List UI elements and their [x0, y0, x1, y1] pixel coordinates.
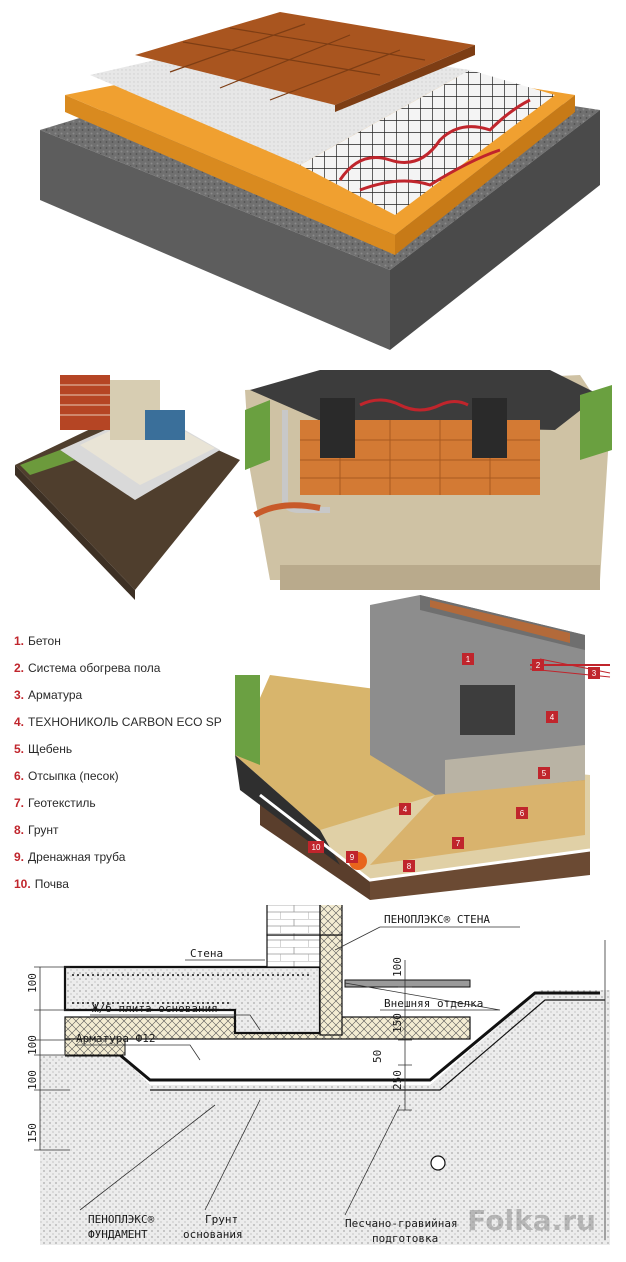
svg-text:5: 5 — [542, 769, 547, 778]
label-wall: Стена — [190, 947, 223, 960]
legend-number: 6. — [14, 769, 25, 783]
callout-5: 5 — [538, 767, 550, 779]
legend-label: Почва — [34, 877, 69, 891]
callout-2: 2 — [532, 659, 544, 671]
floor-tiles — [135, 12, 475, 105]
strip-foundation-cutaway — [245, 370, 612, 590]
callout-9: 9 — [346, 851, 358, 863]
dim-right-3: 50 — [371, 1050, 384, 1063]
legend-item: 3.Арматура — [14, 682, 234, 709]
legend-number: 4. — [14, 715, 25, 729]
svg-text:3: 3 — [592, 669, 597, 678]
label-finish: Внешняя отделка — [384, 997, 483, 1010]
svg-text:2: 2 — [536, 661, 541, 670]
house-corner-cutaway — [15, 375, 240, 600]
legend-item: 5.Щебень — [14, 736, 234, 763]
callout-4b: 4 — [399, 803, 411, 815]
legend-number: 9. — [14, 850, 25, 864]
callout-10: 10 — [308, 841, 324, 853]
legend-number: 2. — [14, 661, 25, 675]
svg-text:7: 7 — [456, 839, 461, 848]
legend-item: 6.Отсыпка (песок) — [14, 763, 234, 790]
legend-number: 10. — [14, 877, 31, 891]
dim-right-2: 150 — [391, 1013, 404, 1033]
dim-left-2: 100 — [26, 1035, 39, 1055]
watermark: Folka.ru — [467, 1204, 596, 1237]
legend-number: 8. — [14, 823, 25, 837]
svg-text:1: 1 — [466, 655, 471, 664]
legend-label: Бетон — [28, 634, 61, 648]
legend-item: 2.Система обогрева пола — [14, 655, 234, 682]
svg-text:10: 10 — [312, 843, 321, 852]
legend-item: 4.ТЕХНОНИКОЛЬ CARBON ECO SP — [14, 709, 234, 736]
numbered-foundation-cutaway: 1 2 3 4 5 6 4 7 8 9 10 — [230, 595, 626, 905]
svg-text:4: 4 — [550, 713, 555, 722]
label-wall-insulation: ПЕНОПЛЭКС® СТЕНА — [384, 913, 490, 926]
callout-4: 4 — [546, 711, 558, 723]
heated-floor-slab-illustration — [0, 0, 626, 360]
legend-label: Щебень — [28, 742, 73, 756]
callout-1: 1 — [462, 653, 474, 665]
dim-left-3: 100 — [26, 1070, 39, 1090]
callout-6: 6 — [516, 807, 528, 819]
legend-item: 9.Дренажная труба — [14, 844, 234, 871]
label-soil-2: основания — [183, 1228, 243, 1241]
legend-number: 1. — [14, 634, 25, 648]
label-foundation-1: ПЕНОПЛЭКС® — [88, 1213, 155, 1226]
label-rebar: Арматура Ф12 — [76, 1032, 155, 1045]
legend-label: Арматура — [28, 688, 83, 702]
label-prep-2: подготовка — [372, 1232, 438, 1245]
legend-label: Отсыпка (песок) — [28, 769, 119, 783]
callout-3: 3 — [588, 667, 600, 679]
dim-left-1: 100 — [26, 973, 39, 993]
label-prep-1: Песчано-гравийная — [345, 1217, 458, 1230]
dim-right-1: 100 — [391, 957, 404, 977]
callout-8: 8 — [403, 860, 415, 872]
legend-label: Геотекстиль — [28, 796, 96, 810]
foundation-section-drawing: ПЕНОПЛЭКС® СТЕНА Стена Ж/б плита основан… — [0, 905, 626, 1262]
legend-number: 5. — [14, 742, 25, 756]
heating-mesh — [300, 70, 555, 215]
dim-right-4: 250 — [391, 1070, 404, 1090]
svg-text:6: 6 — [520, 809, 525, 818]
label-slab: Ж/б плита основания — [92, 1002, 218, 1015]
legend-number: 3. — [14, 688, 25, 702]
label-foundation-2: ФУНДАМЕНТ — [88, 1228, 148, 1241]
legend-item: 10.Почва — [14, 871, 234, 898]
callout-7: 7 — [452, 837, 464, 849]
svg-text:9: 9 — [350, 853, 355, 862]
label-soil-1: Грунт — [205, 1213, 238, 1226]
legend-item: 7.Геотекстиль — [14, 790, 234, 817]
foundation-illustrations — [0, 350, 626, 610]
legend-label: ТЕХНОНИКОЛЬ CARBON ECO SP — [28, 715, 222, 729]
dim-left-4: 150 — [26, 1123, 39, 1143]
svg-text:4: 4 — [403, 805, 408, 814]
legend-label: Грунт — [28, 823, 59, 837]
legend-label: Дренажная труба — [28, 850, 126, 864]
svg-text:8: 8 — [407, 862, 412, 871]
legend-number: 7. — [14, 796, 25, 810]
legend-item: 8.Грунт — [14, 817, 234, 844]
legend-item: 1.Бетон — [14, 628, 234, 655]
materials-legend: 1.Бетон 2.Система обогрева пола 3.Армату… — [14, 628, 234, 898]
legend-label: Система обогрева пола — [28, 661, 161, 675]
